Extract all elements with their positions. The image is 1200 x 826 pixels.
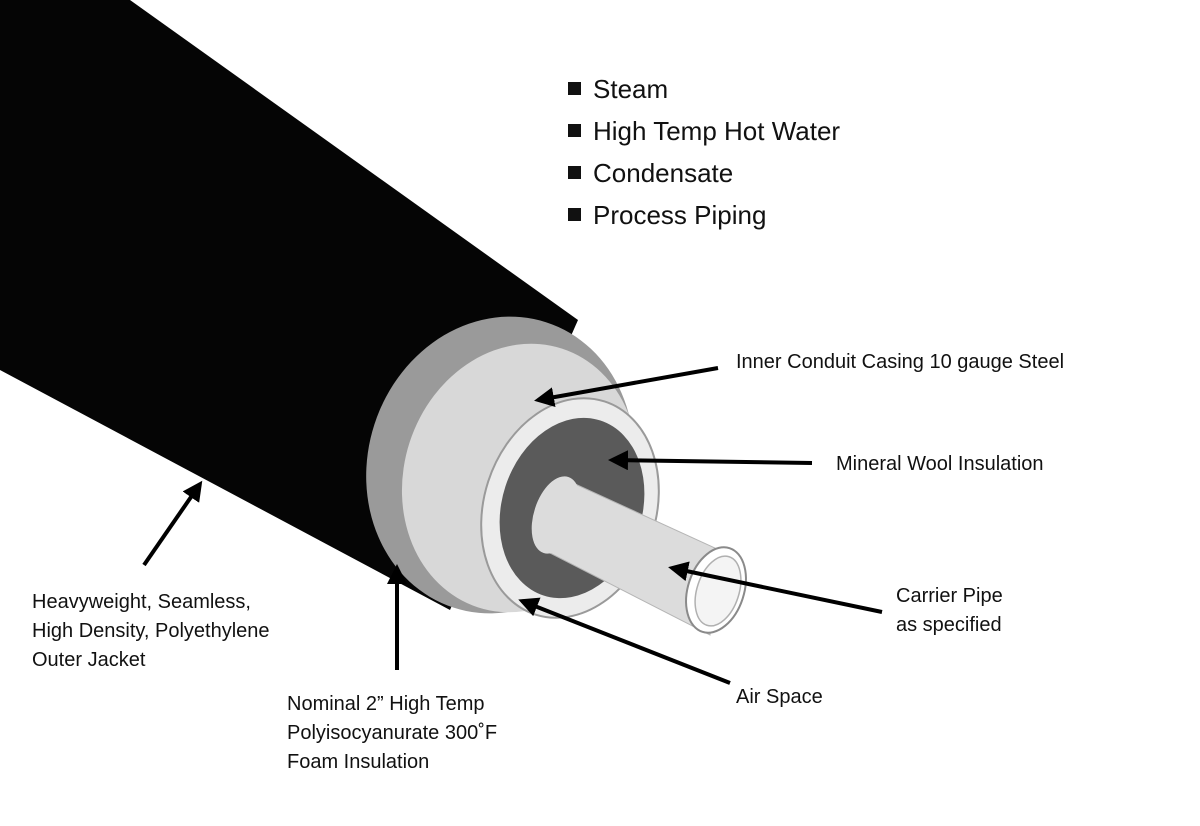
arrow-outer-jacket (142, 480, 203, 567)
label-foam-insulation: Nominal 2” High Temp Polyisocyanurate 30… (287, 693, 498, 773)
arrow-mineral-wool (608, 450, 813, 471)
square-bullet-icon (568, 82, 581, 95)
application-item: Steam (568, 68, 840, 110)
label-inner-conduit: Inner Conduit Casing 10 gauge Steel (736, 351, 1065, 373)
label-carrier-pipe: Carrier Pipe as specified (896, 585, 1003, 636)
label-mineral-wool: Mineral Wool Insulation (836, 453, 1044, 475)
application-item: Process Piping (568, 194, 840, 236)
square-bullet-icon (568, 208, 581, 221)
square-bullet-icon (568, 124, 581, 137)
square-bullet-icon (568, 166, 581, 179)
arrow-air-space (518, 597, 731, 685)
application-item: High Temp Hot Water (568, 110, 840, 152)
label-air-space: Air Space (736, 686, 823, 708)
application-item: Condensate (568, 152, 840, 194)
application-list: Steam High Temp Hot Water Condensate Pro… (568, 68, 840, 236)
arrow-inner-conduit (534, 366, 719, 408)
label-outer-jacket: Heavyweight, Seamless, High Density, Pol… (32, 591, 270, 671)
carrier-pipe-start (531, 476, 581, 554)
arrow-carrier-pipe (668, 561, 883, 614)
